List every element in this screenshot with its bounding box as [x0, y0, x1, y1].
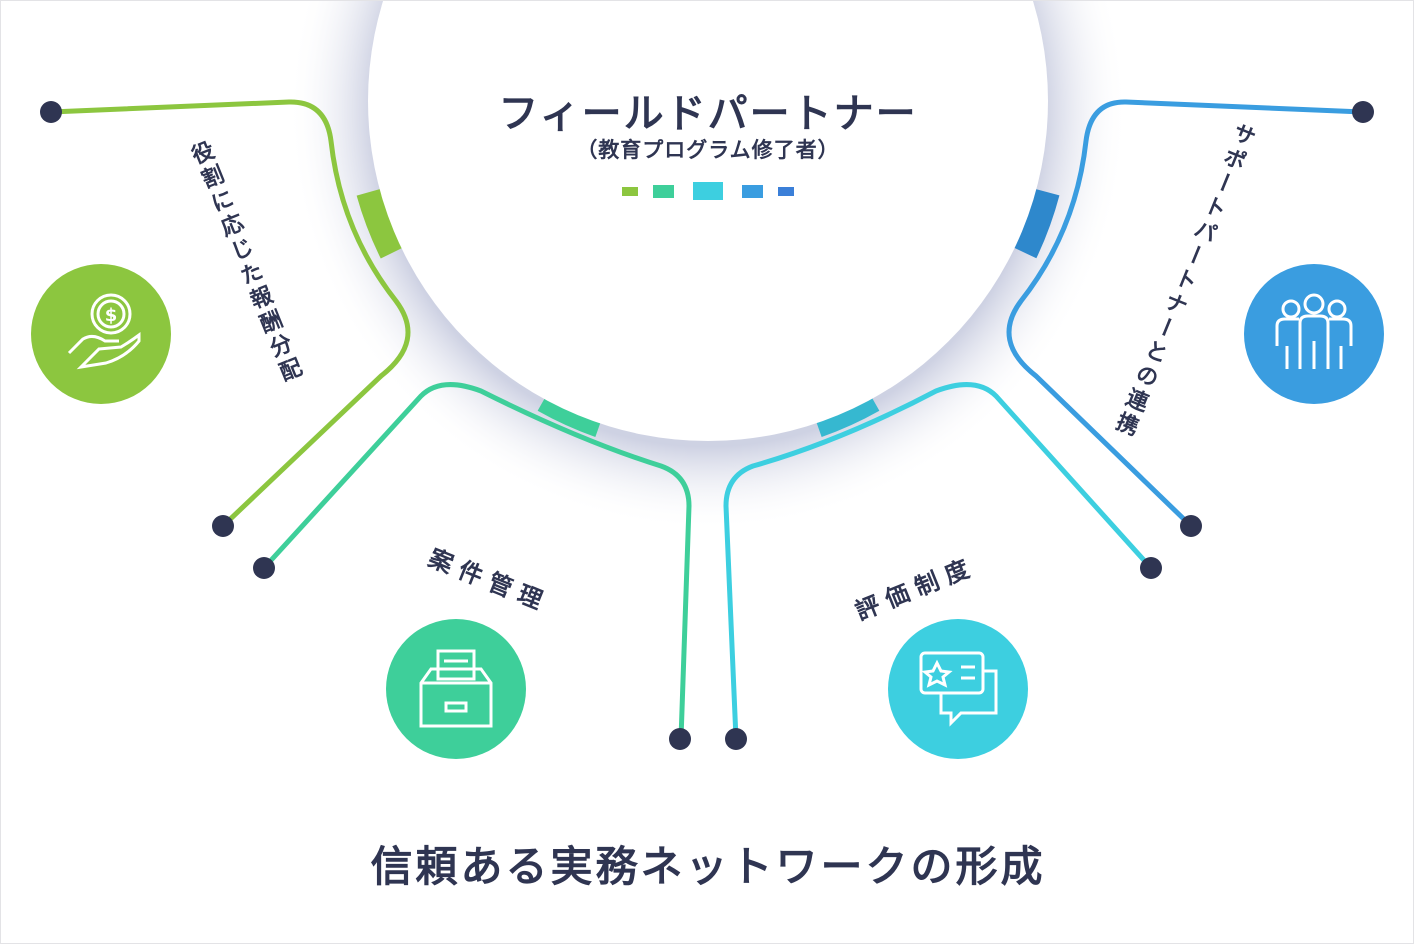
endpoint-dot	[725, 728, 747, 750]
review-chat-icon	[888, 619, 1028, 759]
color-square	[778, 187, 794, 196]
center-circle	[368, 1, 1048, 441]
color-squares	[622, 182, 794, 200]
svg-text:$: $	[105, 305, 118, 326]
color-square	[693, 182, 723, 200]
color-square	[622, 187, 638, 196]
branch-line-green	[48, 99, 411, 529]
branch-line-cyan	[723, 382, 1154, 742]
branch-line-teal	[261, 382, 692, 742]
color-square	[742, 185, 763, 198]
color-square	[653, 185, 674, 198]
endpoint-dot	[1180, 515, 1202, 537]
endpoint-dot	[212, 515, 234, 537]
team-icon	[1244, 264, 1384, 404]
endpoint-dot	[253, 557, 275, 579]
hand-coin-icon: $	[31, 264, 171, 404]
center-subtitle: （教育プログラム修了者）	[576, 138, 840, 162]
endpoint-dot	[669, 728, 691, 750]
endpoint-dot	[1140, 557, 1162, 579]
footer-caption: 信頼ある実務ネットワークの形成	[370, 842, 1046, 891]
file-drawer-icon	[386, 619, 526, 759]
center-title: フィールドパートナー	[498, 91, 918, 137]
branch-line-blue	[1006, 99, 1366, 529]
endpoint-dot	[40, 101, 62, 123]
endpoint-dot	[1352, 101, 1374, 123]
endpoint-dots	[40, 101, 1374, 750]
